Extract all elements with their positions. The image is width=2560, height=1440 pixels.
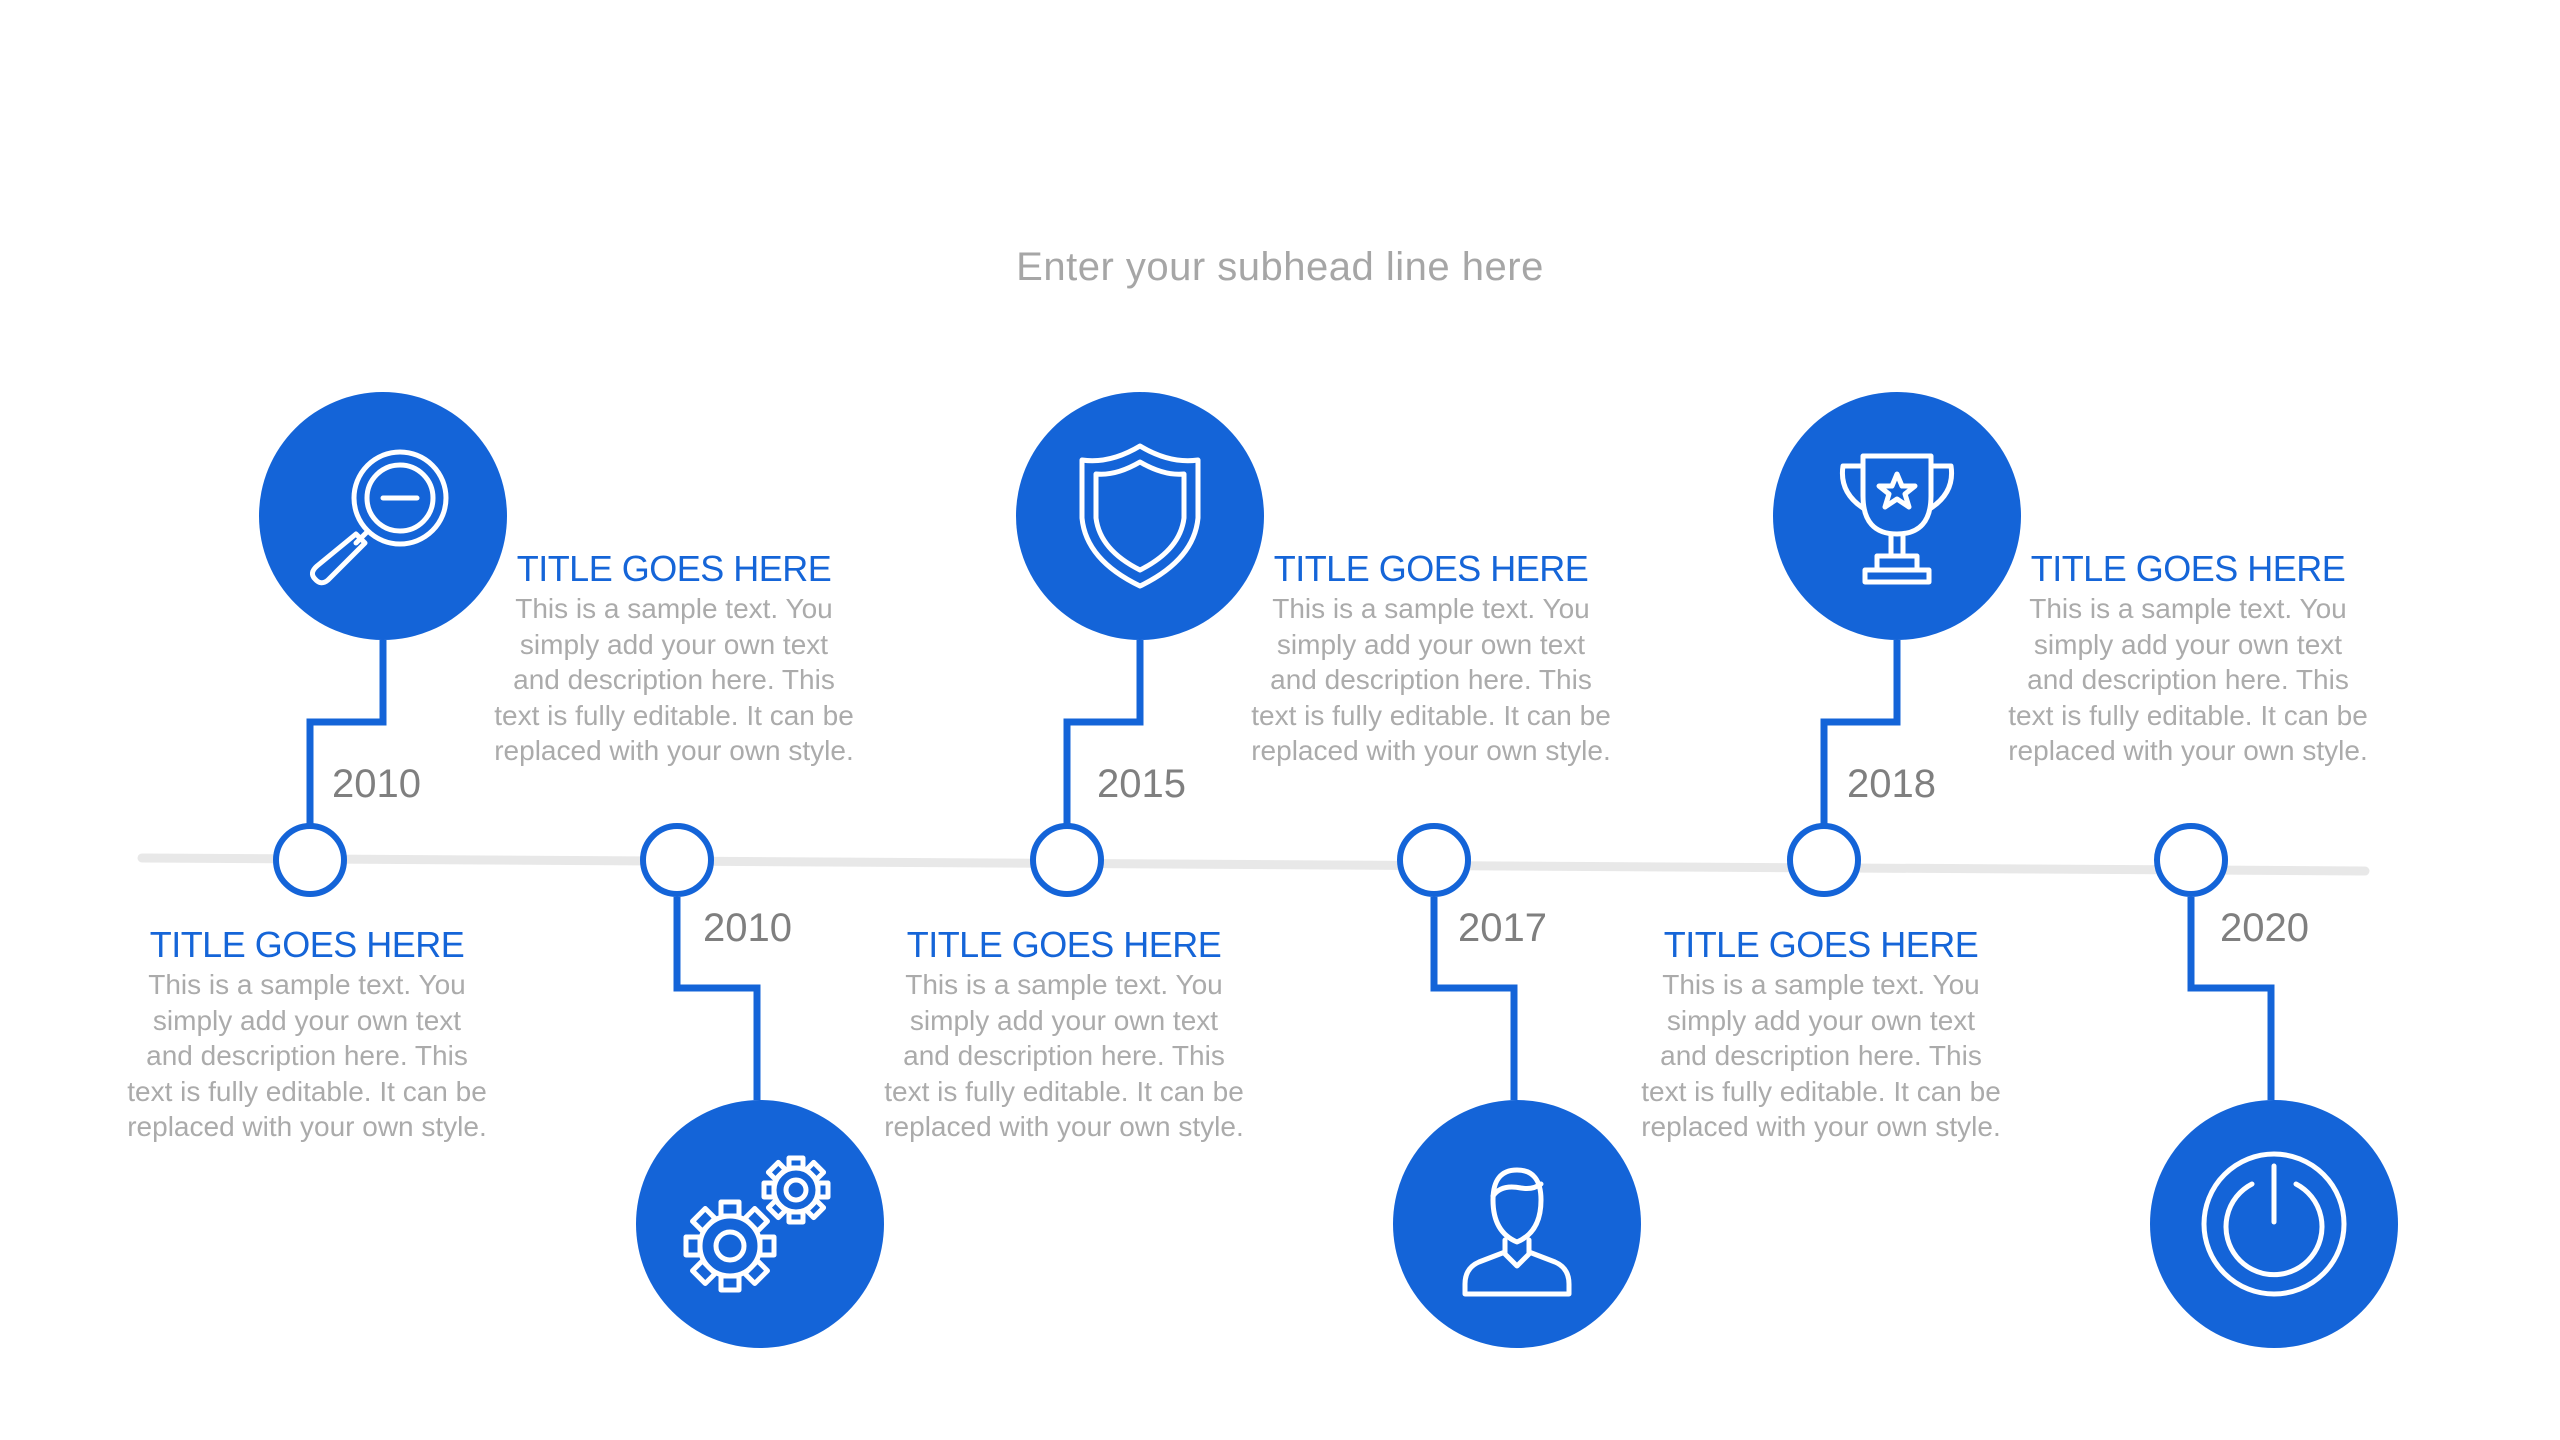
year-label-2: 2010 [703, 906, 792, 950]
timeline-node-1 [273, 823, 347, 897]
timeline-line [137, 853, 2370, 876]
item-1-title: TITLE GOES HERE [149, 924, 465, 965]
user-icon [1462, 1167, 1572, 1297]
icon-circle-4 [1393, 1100, 1641, 1348]
timeline-node-6 [2154, 823, 2228, 897]
gears-icon [683, 1155, 831, 1293]
search-minus-icon [309, 449, 449, 586]
timeline-node-5 [1787, 823, 1861, 897]
year-label-6: 2020 [2220, 906, 2309, 950]
connector-4 [1430, 897, 1518, 1100]
year-label-3: 2015 [1097, 762, 1186, 806]
item-5-title: TITLE GOES HERE [1663, 924, 1979, 965]
shield-icon [1079, 443, 1201, 589]
timeline-node-2 [640, 823, 714, 897]
item-3-text: This is a sample text. You simply add yo… [884, 969, 1244, 1142]
icon-circle-3 [1016, 392, 1264, 640]
item-2-text: This is a sample text. You simply add yo… [494, 593, 854, 766]
item-6-title: TITLE GOES HERE [2030, 548, 2346, 589]
icon-circle-1 [259, 392, 507, 640]
icon-circle-2 [636, 1100, 884, 1348]
year-label-4: 2017 [1458, 906, 1547, 950]
connector-3 [1063, 640, 1144, 836]
item-4-text: This is a sample text. You simply add yo… [1251, 593, 1611, 766]
year-label-5: 2018 [1847, 762, 1936, 806]
item-3-title: TITLE GOES HERE [906, 924, 1222, 965]
subhead: Enter your subhead line here [1016, 245, 1544, 289]
item-1-text: This is a sample text. You simply add yo… [127, 969, 487, 1142]
icon-circle-6 [2150, 1100, 2398, 1348]
timeline-node-3 [1030, 823, 1104, 897]
timeline-node-4 [1397, 823, 1471, 897]
year-label-1: 2010 [332, 762, 421, 806]
connector-5 [1820, 640, 1901, 836]
connector-6 [2187, 897, 2275, 1100]
item-4-title: TITLE GOES HERE [1273, 548, 1589, 589]
icon-circle-5 [1773, 392, 2021, 640]
connector-2 [673, 897, 761, 1100]
power-icon [2201, 1151, 2347, 1297]
item-2-title: TITLE GOES HERE [516, 548, 832, 589]
connector-1 [306, 640, 387, 836]
trophy-icon [1839, 453, 1955, 585]
item-6-text: This is a sample text. You simply add yo… [2008, 593, 2368, 766]
item-5-text: This is a sample text. You simply add yo… [1641, 969, 2001, 1142]
